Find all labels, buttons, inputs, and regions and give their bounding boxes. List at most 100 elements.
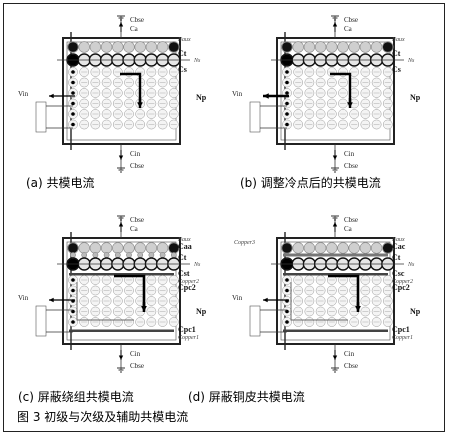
shield-winding-turn (126, 252, 132, 258)
aux-turn (348, 242, 360, 254)
aux-turn (156, 242, 169, 254)
primary-layer-dot (71, 70, 75, 74)
aux-turn (78, 41, 90, 53)
copper-shield-1 (69, 329, 174, 332)
aux-start-dot (68, 243, 78, 253)
aux-end-dot (382, 243, 393, 253)
vin-source (249, 101, 261, 133)
shield-winding-turn (92, 252, 99, 258)
primary-layer-dot (71, 91, 75, 95)
shield-winding-turn (103, 252, 110, 258)
label-np: Np (196, 307, 207, 316)
label-vin: Vin (18, 294, 29, 302)
label-naux: Naux (177, 37, 191, 43)
label-naux: Naux (391, 37, 405, 43)
primary-layer-dot (285, 288, 289, 293)
transformer-diagram: CbseCaCinCbseVinNauxCacCopper3CtNsCscCop… (232, 215, 421, 373)
copper-shield-2 (283, 273, 388, 276)
top-current-arrow-head (118, 22, 124, 27)
label-np: Np (410, 307, 421, 316)
label-copper1: Copper1 (392, 335, 413, 341)
aux-turn (370, 242, 383, 254)
cm-current-arrow-head (141, 306, 147, 312)
label-bottom-a: Cin (130, 150, 141, 158)
vin-source (35, 305, 47, 337)
label-bottom-b: Cbse (130, 362, 144, 370)
label-bottom-a: Cin (344, 350, 355, 358)
label-ns: Ns (193, 58, 201, 64)
aux-turn (314, 242, 327, 254)
figure-frame (3, 3, 445, 432)
aux-end-dot (168, 243, 179, 253)
label-caa: Caa (178, 242, 192, 251)
core-outline (276, 37, 395, 145)
primary-layer-dot (71, 80, 75, 85)
aux-start-dot (68, 42, 78, 52)
aux-turn (112, 242, 124, 254)
aux-end-dot (168, 42, 179, 52)
label-np: Np (410, 93, 421, 102)
caption-d: (d) 屏蔽铜皮共模电流 (188, 390, 305, 404)
aux-end-dot (382, 42, 393, 52)
primary-layer-dot (285, 80, 289, 85)
label-cst: Cst (178, 269, 190, 278)
label-vin: Vin (232, 90, 243, 98)
shield-winding-turn (137, 252, 144, 258)
aux-turn (314, 41, 327, 53)
shield-winding-turn (148, 252, 155, 258)
caption-a: (a) 共模电流 (26, 176, 95, 190)
core-outline (62, 37, 181, 145)
vin-current-arrow-head (263, 297, 268, 303)
shield-winding-turn (81, 252, 88, 258)
label-cpc1: Cpc1 (178, 325, 196, 334)
copper-shield-1 (283, 329, 388, 332)
aux-turn (326, 242, 338, 254)
cm-current-path (114, 274, 146, 306)
label-ns: Ns (407, 58, 415, 64)
primary-layer-dot (71, 122, 75, 127)
aux-turn (359, 41, 372, 53)
primary-layer-dot (285, 320, 289, 324)
aux-start-dot (282, 243, 292, 253)
primary-layer-dot (71, 278, 75, 282)
label-top-a: Cbse (344, 216, 358, 224)
shield-current-path (76, 282, 134, 321)
vin-source (35, 101, 47, 133)
caption-b: (b) 调整冷点后的共模电流 (240, 176, 381, 190)
aux-turn (89, 242, 102, 254)
primary-layer-dot (285, 91, 289, 95)
shield-current-path (290, 282, 348, 321)
label-cpc2: Cpc2 (392, 283, 410, 292)
caption-c: (c) 屏蔽绕组共模电流 (18, 390, 134, 404)
label-top-a: Cbse (130, 16, 144, 24)
aux-turn (337, 41, 349, 53)
label-cs: Cs (178, 65, 187, 74)
shield-winding-turn (159, 252, 166, 258)
aux-turn (89, 41, 102, 53)
transformer-diagram: CbseCaCinCbseVinNauxCaaCtNsCstCopper2Cpc… (18, 215, 207, 373)
vin-current-arrow-head (49, 297, 54, 303)
primary-layer-dot (285, 70, 289, 74)
label-top-a: Cbse (130, 216, 144, 224)
bottom-current-arrow-head (118, 355, 124, 360)
vin-current-arrow-head (49, 93, 54, 99)
label-top-b: Ca (344, 25, 353, 33)
primary-layer-dot (285, 112, 289, 116)
label-top-a: Cbse (344, 16, 358, 24)
primary-layer-dot (71, 320, 75, 324)
label-top-b: Ca (130, 25, 139, 33)
top-current-arrow-head (332, 22, 338, 27)
label-naux: Naux (391, 237, 405, 243)
label-cac: Cac (392, 242, 406, 251)
copper-shield-3 (283, 253, 388, 257)
aux-turn (123, 242, 135, 254)
vin-source (249, 305, 261, 337)
label-bottom-b: Cbse (344, 162, 358, 170)
cm-current-arrow-head (137, 102, 143, 108)
top-current-arrow-head (118, 222, 124, 227)
label-vin: Vin (232, 294, 243, 302)
core-outline (276, 237, 395, 345)
cm-current-path (330, 72, 352, 102)
